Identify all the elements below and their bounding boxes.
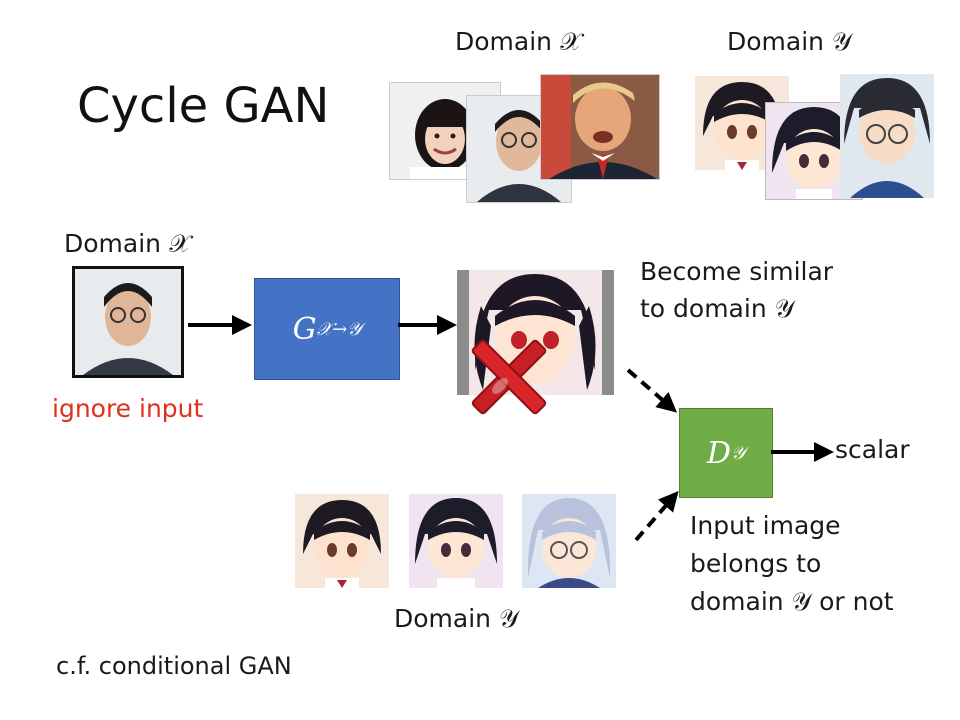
discriminator-subscript: 𝒴 — [730, 442, 746, 464]
top-x-photo-man-suit — [540, 74, 660, 180]
bottom-y-anime-1 — [295, 494, 389, 588]
slide-title: Cycle GAN — [77, 78, 330, 134]
footer-note: c.f. conditional GAN — [56, 652, 292, 680]
arrow-output-to-discriminator — [626, 368, 678, 413]
bottom-y-anime-3 — [522, 494, 616, 588]
similar-text-line1: Become similar — [640, 257, 834, 286]
generator-subscript: 𝒳→𝒴 — [316, 318, 362, 340]
belongs-text-line2: belongs to — [690, 549, 822, 578]
input-face-photo — [72, 266, 184, 378]
bottom-domain-y-label: Domain 𝒴 — [394, 604, 519, 633]
top-domain-x-label: Domain 𝒳 — [455, 27, 582, 56]
cross-icon — [471, 339, 547, 415]
arrow-domain-y-to-discriminator — [634, 490, 679, 542]
top-y-anime-1 — [695, 76, 789, 170]
input-domain-x-label: Domain 𝒳 — [64, 229, 191, 258]
top-domain-y-label: Domain 𝒴 — [727, 27, 852, 56]
generated-anime-image — [457, 270, 614, 395]
generator-symbol: G — [292, 311, 317, 347]
discriminator-symbol: D — [706, 435, 731, 471]
top-x-photo-man-glasses — [466, 95, 572, 203]
ignore-input-label: ignore input — [52, 394, 204, 423]
belongs-text-line1: Input image — [690, 511, 841, 540]
bottom-y-anime-2 — [409, 494, 503, 588]
belongs-text-line3: domain 𝒴 or not — [690, 587, 894, 616]
similar-text-line2: to domain 𝒴 — [640, 294, 795, 323]
top-y-anime-3 — [840, 74, 934, 198]
scalar-label: scalar — [835, 435, 910, 464]
